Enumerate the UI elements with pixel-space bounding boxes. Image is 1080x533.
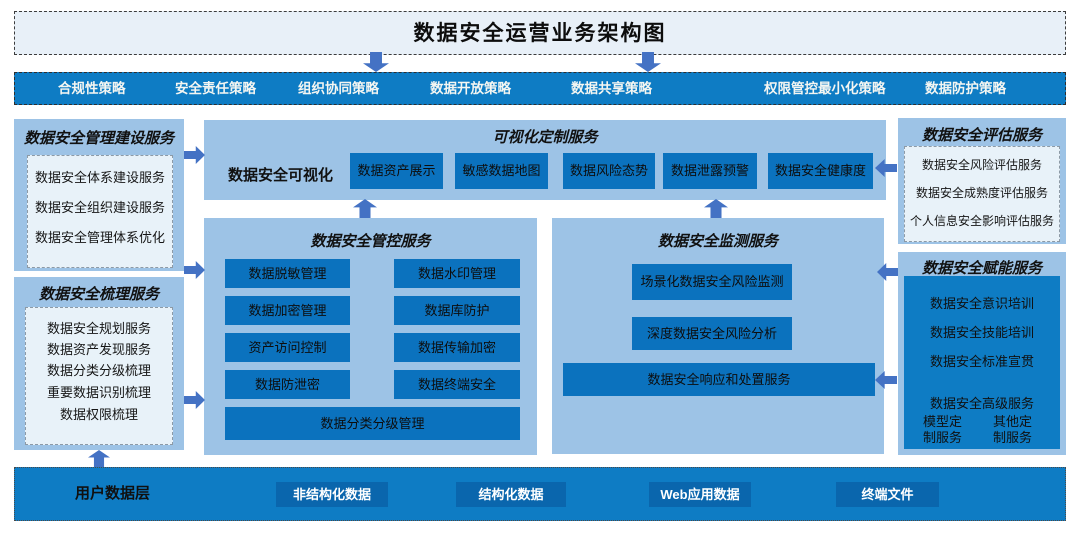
policy-item: 合规性策略 <box>58 81 126 96</box>
control-chip: 数据传输加密 <box>394 333 520 362</box>
list-item: 数据安全成熟度评估服务 <box>915 186 1048 200</box>
list-item: 数据分类分级梳理 <box>46 363 151 378</box>
data-type-chip: 终端文件 <box>836 482 939 507</box>
enablement-training-box: 数据安全意识培训 数据安全技能培训 数据安全标准宣贯 <box>904 276 1060 400</box>
list-item: 数据安全意识培训 <box>929 296 1034 311</box>
policy-item: 安全责任策略 <box>175 81 256 96</box>
management-services-panel: 数据安全管理建设服务 数据安全体系建设服务 数据安全组织建设服务 数据安全管理体… <box>14 119 184 271</box>
arrow-down-icon <box>363 52 389 72</box>
visualization-chip: 数据泄露预警 <box>663 153 757 189</box>
advanced-title: 数据安全高级服务 <box>929 396 1034 411</box>
arrow-down-icon <box>635 52 661 72</box>
arrow-right-icon <box>184 261 205 279</box>
monitoring-chip: 深度数据安全风险分析 <box>632 317 792 350</box>
control-chip: 资产访问控制 <box>225 333 350 362</box>
section-title: 数据安全评估服务 <box>921 128 1042 144</box>
control-panel: 数据安全管控服务 数据脱敏管理 数据加密管理 资产访问控制 数据防泄密 数据水印… <box>204 218 537 455</box>
arrow-up-icon <box>88 450 110 467</box>
visualization-label: 数据安全可视化 <box>228 168 334 184</box>
policy-item: 数据共享策略 <box>571 81 652 96</box>
list-item: 个人信息安全影响评估服务 <box>909 214 1054 228</box>
section-title: 数据安全管理建设服务 <box>23 131 174 147</box>
advanced-item: 模型定制服务 <box>923 414 963 445</box>
visualization-chip: 数据资产展示 <box>350 153 443 189</box>
monitoring-panel: 数据安全监测服务 场景化数据安全风险监测 深度数据安全风险分析 数据安全响应和处… <box>552 218 884 454</box>
control-chip: 数据脱敏管理 <box>225 259 350 288</box>
arrow-up-icon <box>353 199 377 218</box>
sorting-services-list: 数据安全规划服务 数据资产发现服务 数据分类分级梳理 重要数据识别梳理 数据权限… <box>25 307 173 445</box>
control-wide-chip: 数据分类分级管理 <box>225 407 520 440</box>
policy-bar: 合规性策略 安全责任策略 组织协同策略 数据开放策略 数据共享策略 权限管控最小… <box>14 72 1066 105</box>
arrow-right-icon <box>184 146 205 164</box>
control-chip: 数据终端安全 <box>394 370 520 399</box>
data-type-chip: 非结构化数据 <box>276 482 388 507</box>
visualization-chip: 数据风险态势 <box>563 153 655 189</box>
management-services-list: 数据安全体系建设服务 数据安全组织建设服务 数据安全管理体系优化 <box>27 155 173 268</box>
page-title: 数据安全运营业务架构图 <box>413 21 667 45</box>
list-item: 重要数据识别梳理 <box>46 385 151 400</box>
enablement-panel: 数据安全赋能服务 数据安全意识培训 数据安全技能培训 数据安全标准宣贯 数据安全… <box>898 252 1066 455</box>
control-chip: 数据防泄密 <box>225 370 350 399</box>
advanced-item: 其他定制服务 <box>993 414 1033 445</box>
list-item: 数据安全技能培训 <box>929 325 1034 340</box>
assessment-panel: 数据安全评估服务 数据安全风险评估服务 数据安全成熟度评估服务 个人信息安全影响… <box>898 118 1066 244</box>
enablement-advanced-box: 数据安全高级服务 模型定制服务 其他定制服务 <box>904 392 1060 449</box>
list-item: 数据安全风险评估服务 <box>921 158 1042 172</box>
list-item: 数据安全管理体系优化 <box>34 230 165 245</box>
list-item: 数据安全标准宣贯 <box>929 354 1034 369</box>
section-title: 可视化定制服务 <box>492 130 598 146</box>
policy-item: 组织协同策略 <box>298 81 379 96</box>
list-item: 数据资产发现服务 <box>46 342 151 357</box>
control-chip: 数据加密管理 <box>225 296 350 325</box>
monitoring-chip: 场景化数据安全风险监测 <box>632 264 792 300</box>
list-item: 数据安全规划服务 <box>46 321 151 336</box>
policy-item: 数据防护策略 <box>925 81 1006 96</box>
list-item: 数据安全体系建设服务 <box>34 170 165 185</box>
diagram-title-box: 数据安全运营业务架构图 <box>14 11 1066 55</box>
visualization-chip: 敏感数据地图 <box>455 153 548 189</box>
visualization-chip: 数据安全健康度 <box>768 153 873 189</box>
policy-item: 权限管控最小化策略 <box>764 81 886 96</box>
monitoring-wide-chip: 数据安全响应和处置服务 <box>563 363 875 396</box>
assessment-list: 数据安全风险评估服务 数据安全成熟度评估服务 个人信息安全影响评估服务 <box>904 146 1060 242</box>
list-item: 数据安全组织建设服务 <box>34 200 165 215</box>
list-item: 数据权限梳理 <box>59 407 138 422</box>
sorting-services-panel: 数据安全梳理服务 数据安全规划服务 数据资产发现服务 数据分类分级梳理 重要数据… <box>14 277 184 450</box>
section-title: 数据安全管控服务 <box>310 234 431 250</box>
control-chip: 数据库防护 <box>394 296 520 325</box>
visualization-panel: 可视化定制服务 数据安全可视化 数据资产展示 敏感数据地图 数据风险态势 数据泄… <box>204 120 886 200</box>
arrow-right-icon <box>184 391 205 409</box>
policy-item: 数据开放策略 <box>430 81 511 96</box>
data-type-chip: Web应用数据 <box>649 482 751 507</box>
control-chip: 数据水印管理 <box>394 259 520 288</box>
section-title: 数据安全监测服务 <box>657 234 778 250</box>
user-data-layer-bar: 用户数据层 非结构化数据 结构化数据 Web应用数据 终端文件 <box>14 467 1066 521</box>
data-type-chip: 结构化数据 <box>456 482 566 507</box>
section-title: 数据安全赋能服务 <box>921 261 1042 277</box>
bottom-bar-label: 用户数据层 <box>75 486 151 502</box>
section-title: 数据安全梳理服务 <box>38 287 159 303</box>
arrow-up-icon <box>704 199 728 218</box>
